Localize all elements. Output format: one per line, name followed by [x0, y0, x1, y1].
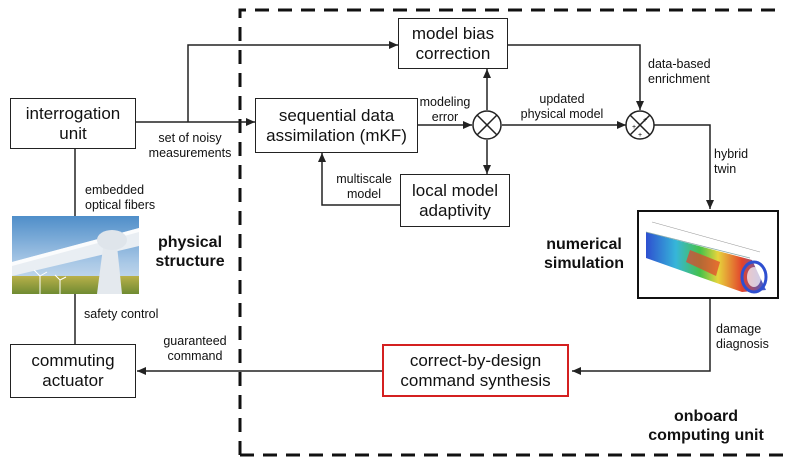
- svg-text:+: +: [632, 124, 636, 131]
- arrow-sim-to-synthesis: [572, 299, 711, 375]
- sum-junction-2: + + +: [625, 110, 655, 140]
- label-multiscale: multiscale model: [336, 172, 392, 201]
- commuting-actuator-box: commuting actuator: [10, 344, 136, 398]
- label-damage-diagnosis: damage diagnosis: [716, 322, 769, 351]
- simulation-image: [637, 210, 779, 299]
- sequential-da-label: sequential data assimilation (mKF): [266, 105, 407, 145]
- command-synthesis-box: correct-by-design command synthesis: [382, 344, 569, 397]
- arrow-local-to-da: [318, 153, 400, 206]
- model-bias-box: model bias correction: [398, 18, 508, 69]
- label-modeling-error: modeling error: [419, 95, 471, 124]
- arrow-to-model-bias: [187, 41, 398, 122]
- local-model-label: local model adaptivity: [412, 180, 498, 220]
- interrogation-unit-label: interrogation unit: [25, 103, 121, 143]
- onboard-boundary: [238, 8, 783, 455]
- label-hybrid-twin: hybrid twin: [714, 147, 749, 176]
- svg-text:+: +: [638, 132, 642, 139]
- arrow-bias-to-enrich: [508, 44, 644, 110]
- sum-junction-1: [472, 110, 502, 140]
- wind-turbine-photo: [12, 216, 139, 294]
- label-data-based: data-based enrichment: [648, 57, 711, 86]
- model-bias-label: model bias correction: [411, 23, 495, 63]
- title-onboard-unit: onboard computing unit: [648, 408, 764, 444]
- svg-text:+: +: [643, 117, 647, 124]
- commuting-actuator-label: commuting actuator: [31, 351, 115, 390]
- label-guaranteed-command: guaranteed command: [163, 334, 227, 363]
- title-physical-structure: physical structure: [155, 234, 225, 270]
- label-noisy-measurements: set of noisy measurements: [148, 131, 232, 160]
- arrow-enrich-to-sim: [654, 124, 714, 209]
- label-updated-model: updated physical model: [520, 92, 604, 121]
- title-numerical-simulation: numerical simulation: [543, 236, 624, 272]
- local-model-box: local model adaptivity: [400, 174, 510, 227]
- label-embedded-fibers: embedded optical fibers: [85, 183, 156, 212]
- sequential-da-box: sequential data assimilation (mKF): [255, 98, 418, 153]
- label-safety-control: safety control: [84, 307, 159, 321]
- interrogation-unit-box: interrogation unit: [10, 98, 136, 149]
- command-synthesis-label: correct-by-design command synthesis: [400, 350, 551, 390]
